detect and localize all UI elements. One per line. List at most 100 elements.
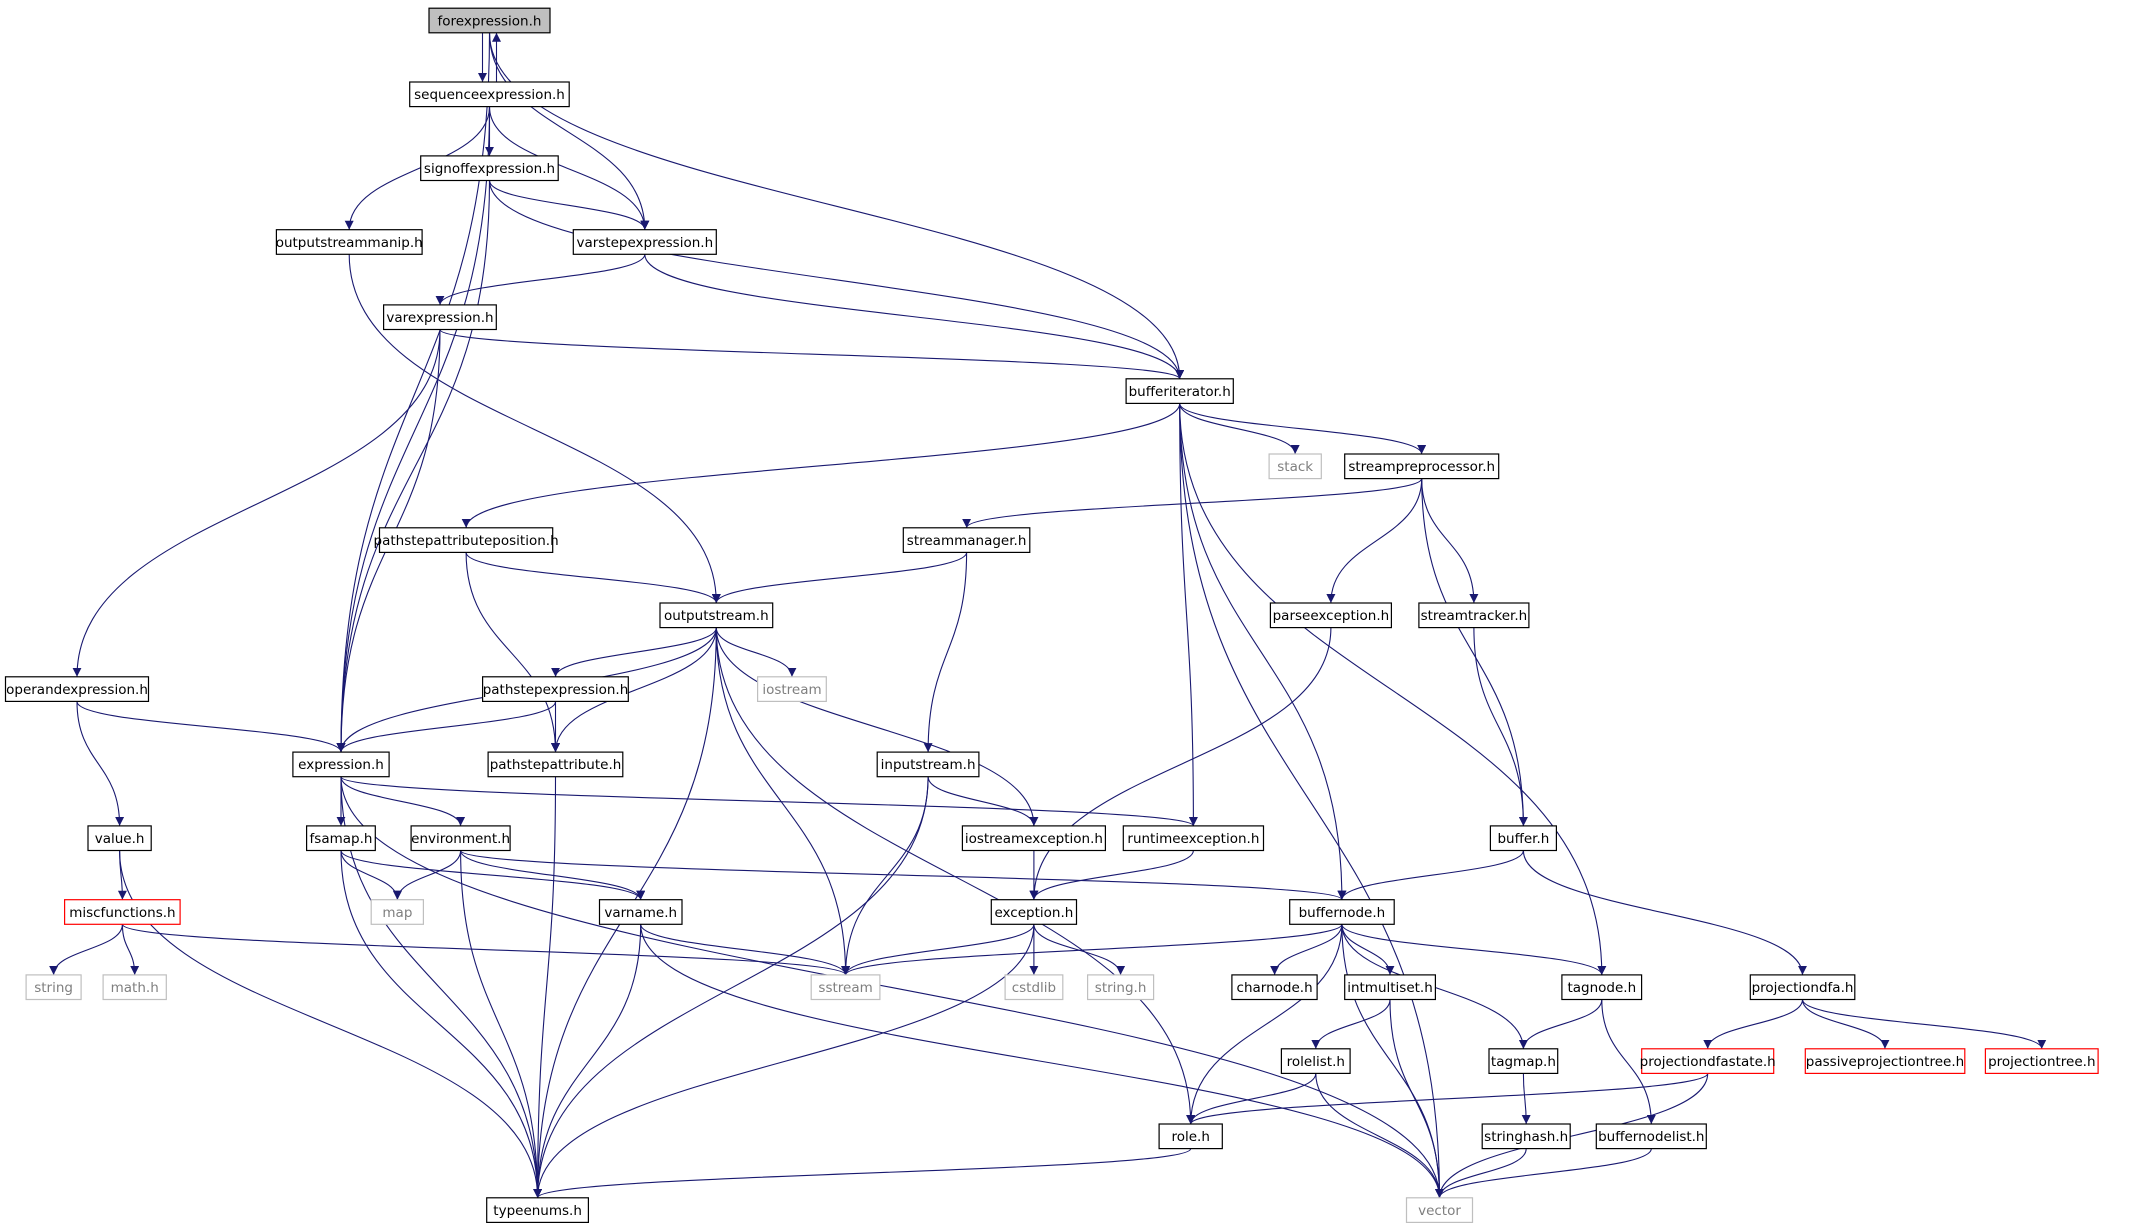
node-tagmap[interactable]: tagmap.h bbox=[1488, 1048, 1559, 1075]
node-label: intmultiset.h bbox=[1347, 980, 1433, 996]
node-varexpression[interactable]: varexpression.h bbox=[383, 304, 497, 331]
edge-line bbox=[336, 180, 491, 753]
node-role[interactable]: role.h bbox=[1158, 1123, 1223, 1150]
node-projectiondfastate[interactable]: projectiondfastate.h bbox=[1640, 1048, 1776, 1075]
node-streampreprocessor[interactable]: streampreprocessor.h bbox=[1344, 453, 1500, 480]
node-pathstepattributeposition[interactable]: pathstepattributeposition.h bbox=[374, 527, 559, 553]
edge-bufferiterator-to-buffernode bbox=[1179, 403, 1347, 900]
edge-streamtracker-to-buffer bbox=[1473, 627, 1528, 826]
node-box bbox=[1125, 378, 1234, 404]
node-box bbox=[25, 974, 82, 1001]
edge-line bbox=[1435, 1148, 1652, 1198]
edge-pathstepattributeposition-to-outputstream bbox=[465, 552, 721, 604]
node-inputstream[interactable]: inputstream.h bbox=[876, 751, 980, 778]
node-signoffexpression[interactable]: signoffexpression.h bbox=[420, 155, 559, 182]
edge-line bbox=[640, 924, 1444, 1198]
edge-pathstepattributeposition-to-pathstepattribute bbox=[465, 552, 560, 753]
node-label: role.h bbox=[1171, 1129, 1209, 1145]
node-box bbox=[876, 751, 980, 778]
node-box bbox=[275, 229, 423, 255]
node-bufferiterator[interactable]: bufferiterator.h bbox=[1125, 378, 1234, 404]
node-box bbox=[102, 974, 167, 1001]
edge-line bbox=[841, 924, 1035, 976]
edge-varstepexpression-to-varexpression bbox=[435, 254, 646, 306]
node-string: string bbox=[25, 974, 82, 1001]
node-streammanager[interactable]: streammanager.h bbox=[902, 527, 1031, 553]
node-outputstreammanip[interactable]: outputstreammanip.h bbox=[275, 229, 423, 255]
node-projectiontree[interactable]: projectiontree.h bbox=[1984, 1048, 2099, 1075]
node-box bbox=[370, 899, 425, 925]
nodes-layer: forexpression.h sequenceexpression.h signo… bbox=[4, 7, 2099, 1224]
edge-bufferiterator-to-pathstepattributeposition bbox=[461, 403, 1181, 528]
node-rolelist[interactable]: rolelist.h bbox=[1280, 1048, 1351, 1075]
node-stringhash[interactable]: stringhash.h bbox=[1481, 1123, 1571, 1150]
node-box bbox=[756, 676, 827, 702]
node-pathstepexpression[interactable]: pathstepexpression.h bbox=[482, 676, 629, 702]
edge-tagnode-to-buffernodelist bbox=[1601, 999, 1656, 1125]
edge-line bbox=[927, 776, 1039, 827]
node-passiveprojectiontree[interactable]: passiveprojectiontree.h bbox=[1804, 1048, 1966, 1075]
edge-varname-to-vector bbox=[640, 924, 1444, 1198]
node-intmultiset[interactable]: intmultiset.h bbox=[1344, 974, 1436, 1001]
node-label: pathstepexpression.h bbox=[483, 682, 629, 698]
node-box bbox=[598, 899, 683, 925]
node-exception[interactable]: exception.h bbox=[990, 899, 1078, 925]
node-expression[interactable]: expression.h bbox=[292, 751, 390, 778]
node-environment[interactable]: environment.h bbox=[410, 825, 511, 852]
node-fsamap[interactable]: fsamap.h bbox=[306, 825, 376, 852]
edge-line bbox=[439, 329, 1184, 380]
node-label: streammanager.h bbox=[907, 533, 1027, 549]
node-label: outputstreammanip.h bbox=[276, 235, 423, 251]
edge-line bbox=[435, 254, 646, 306]
node-box bbox=[1122, 825, 1265, 852]
edge-line bbox=[488, 106, 650, 230]
node-operandexpression[interactable]: operandexpression.h bbox=[4, 676, 150, 702]
node-runtimeexception[interactable]: runtimeexception.h bbox=[1122, 825, 1265, 852]
edge-line bbox=[336, 701, 557, 753]
edge-line bbox=[460, 850, 646, 900]
node-label: string.h bbox=[1095, 980, 1147, 996]
edge-expression-to-runtimeexception bbox=[340, 776, 1198, 827]
node-box bbox=[1086, 974, 1155, 1001]
node-outputstream[interactable]: outputstream.h bbox=[659, 602, 774, 629]
edge-outputstream-to-pathstepattribute bbox=[551, 627, 717, 753]
edge-line bbox=[1521, 1073, 1531, 1125]
node-charnode[interactable]: charnode.h bbox=[1231, 974, 1318, 1001]
node-varstepexpression[interactable]: varstepexpression.h bbox=[572, 229, 717, 255]
node-pathstepattribute[interactable]: pathstepattribute.h bbox=[487, 751, 624, 778]
edge-line bbox=[340, 776, 543, 1198]
node-forexpression[interactable]: forexpression.h bbox=[428, 7, 551, 34]
edge-line bbox=[465, 552, 560, 753]
node-parseexception[interactable]: parseexception.h bbox=[1269, 602, 1393, 629]
edge-sequenceexpression-to-varstepexpression bbox=[488, 106, 650, 230]
node-tagnode[interactable]: tagnode.h bbox=[1561, 974, 1643, 1001]
node-buffer[interactable]: buffer.h bbox=[1489, 825, 1558, 852]
node-box bbox=[1984, 1048, 2099, 1075]
node-streamtracker[interactable]: streamtracker.h bbox=[1418, 602, 1530, 629]
node-varname[interactable]: varname.h bbox=[598, 899, 683, 925]
node-label: projectiondfastate.h bbox=[1640, 1054, 1776, 1070]
node-miscfunctions[interactable]: miscfunctions.h bbox=[63, 899, 181, 925]
node-iostreamexception[interactable]: iostreamexception.h bbox=[961, 825, 1107, 852]
edge-line bbox=[551, 627, 717, 677]
node-buffernodelist[interactable]: buffernodelist.h bbox=[1595, 1123, 1707, 1150]
node-buffernode[interactable]: buffernode.h bbox=[1289, 899, 1395, 925]
node-box bbox=[383, 304, 497, 331]
node-box bbox=[87, 825, 152, 852]
node-label: varstepexpression.h bbox=[576, 235, 713, 251]
edge-runtimeexception-to-exception bbox=[1029, 850, 1194, 900]
edge-value-to-typeenums bbox=[119, 850, 543, 1198]
node-cstdlib: cstdlib bbox=[1004, 974, 1064, 1001]
node-box bbox=[1641, 1048, 1775, 1075]
node-box bbox=[902, 527, 1031, 553]
edge-line bbox=[533, 776, 929, 1198]
node-stack: stack bbox=[1268, 453, 1322, 480]
edge-miscfunctions-to-sstream bbox=[121, 923, 850, 976]
node-typeenums[interactable]: typeenums.h bbox=[486, 1197, 590, 1224]
edge-projectiondfastate-to-vector bbox=[1435, 1073, 1709, 1198]
node-projectiondfa[interactable]: projectiondfa.h bbox=[1749, 974, 1856, 1001]
edge-buffernodelist-to-vector bbox=[1435, 1148, 1652, 1198]
node-sequenceexpression[interactable]: sequenceexpression.h bbox=[409, 81, 570, 108]
node-value[interactable]: value.h bbox=[87, 825, 152, 852]
edge-line bbox=[461, 403, 1181, 528]
